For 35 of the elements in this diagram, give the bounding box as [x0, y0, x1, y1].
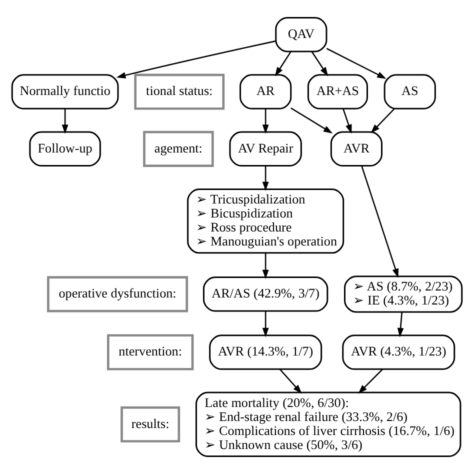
node-box: ntervention:: [107, 334, 194, 370]
arrow: [311, 51, 328, 76]
node-box: tional status:: [134, 74, 225, 110]
node-box: AR: [240, 74, 292, 110]
node-box: Follow-up: [29, 131, 101, 167]
arrow: [361, 166, 398, 278]
node-box: AR+AS: [307, 74, 368, 110]
arrow: [116, 40, 276, 78]
arrow: [397, 312, 404, 338]
node-box: QAV: [275, 17, 328, 52]
arrow: [274, 51, 292, 76]
node-box: AS: [384, 74, 436, 110]
node-box: operative dysfunction:: [47, 276, 188, 312]
arrow: [358, 368, 384, 394]
arrow: [290, 108, 333, 134]
arrow: [262, 166, 269, 191]
node-box: ➢ AS (8.7%, 2/23) ➢ IE (4.3%, 1/23): [344, 276, 463, 313]
node-box: AVR (4.3%, 1/23): [342, 334, 456, 370]
arrow: [342, 108, 352, 134]
arrow: [62, 108, 68, 134]
node-box: Normally functio: [11, 74, 119, 110]
arrow: [326, 48, 386, 79]
arrow: [279, 368, 302, 394]
node-box: ➢ Tricuspidalization ➢ Bicuspidization ➢ Ross procedure ➢ Manouguian's operation: [187, 188, 344, 254]
node-box: AV Repair: [229, 131, 302, 167]
node-box: AVR: [330, 131, 383, 167]
arrow: [262, 311, 269, 338]
arrow: [262, 253, 269, 279]
arrow: [262, 108, 269, 134]
node-box: AR/AS (42.9%, 3/7): [202, 276, 328, 312]
node-box: agement:: [143, 130, 214, 167]
node-box: results:: [120, 406, 180, 442]
arrow: [370, 108, 395, 134]
node-box: AVR (14.3%, 1/7): [209, 334, 322, 370]
node-box: Late mortality (20%, 6/30): ➢ End-stage renal failure (33.3%, 2/6) ➢ Complications of liver cirrhosis (16.7%, 1/6) ➢ Unknown cause (50%, 3/6): [196, 392, 462, 457]
